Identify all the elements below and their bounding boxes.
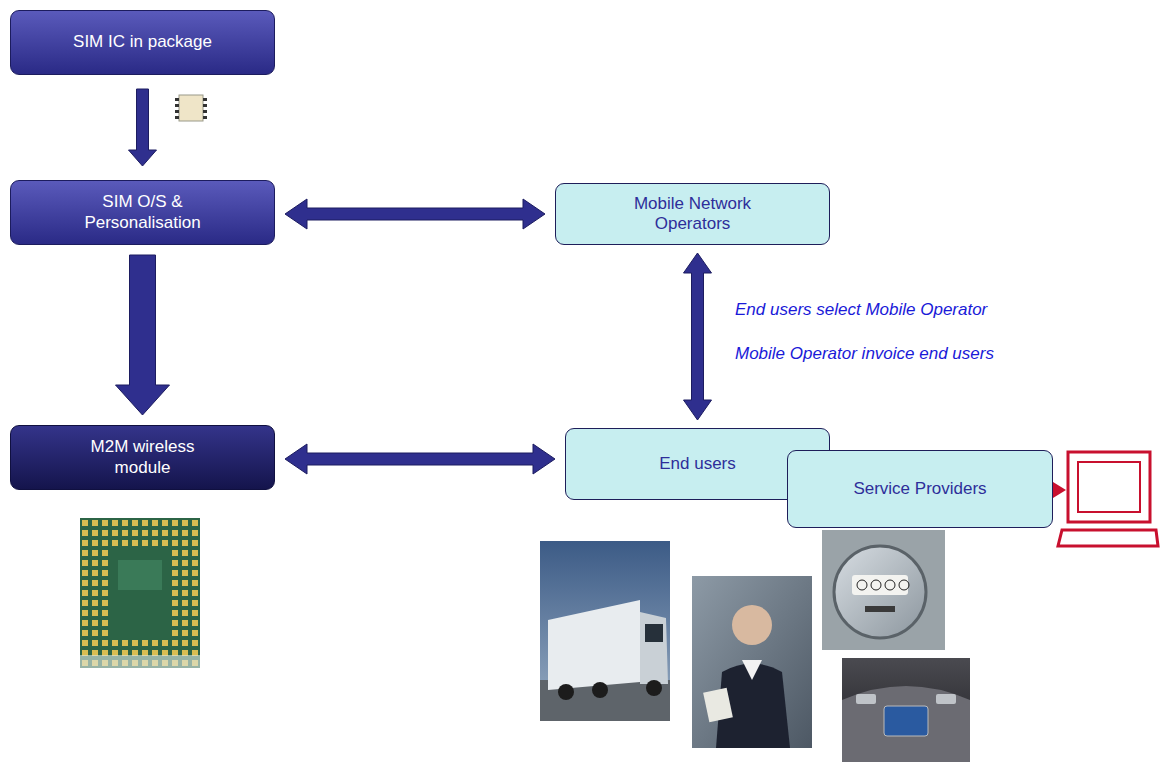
box-label: Service Providers — [853, 479, 986, 499]
module-box: M2M wireless module — [10, 425, 275, 490]
flow-note: Mobile Operator invoice end users — [735, 344, 994, 364]
engineer-photo — [692, 576, 812, 748]
box-label: M2M wireless module — [78, 437, 208, 478]
box-label: SIM O/S & Personalisation — [75, 192, 210, 233]
flow-note: End users select Mobile Operator — [735, 300, 987, 320]
block-arrow — [285, 444, 555, 474]
laptop-icon — [1053, 452, 1158, 546]
block-arrow — [116, 255, 170, 415]
block-arrow — [285, 199, 545, 229]
os-box: SIM O/S & Personalisation — [10, 180, 275, 245]
chip-icon — [175, 95, 207, 121]
truck-photo — [540, 541, 670, 721]
box-label: SIM IC in package — [73, 32, 212, 52]
operator-box: Mobile Network Operators — [555, 183, 830, 245]
dashboard-photo — [842, 658, 970, 762]
box-label: Mobile Network Operators — [613, 194, 773, 235]
module-photo — [80, 518, 200, 668]
provider-box: Service Providers — [787, 450, 1053, 528]
meter-photo — [822, 530, 945, 650]
block-arrow — [684, 253, 712, 420]
chip-box: SIM IC in package — [10, 10, 275, 75]
block-arrow — [129, 89, 157, 166]
box-label: End users — [659, 454, 736, 474]
